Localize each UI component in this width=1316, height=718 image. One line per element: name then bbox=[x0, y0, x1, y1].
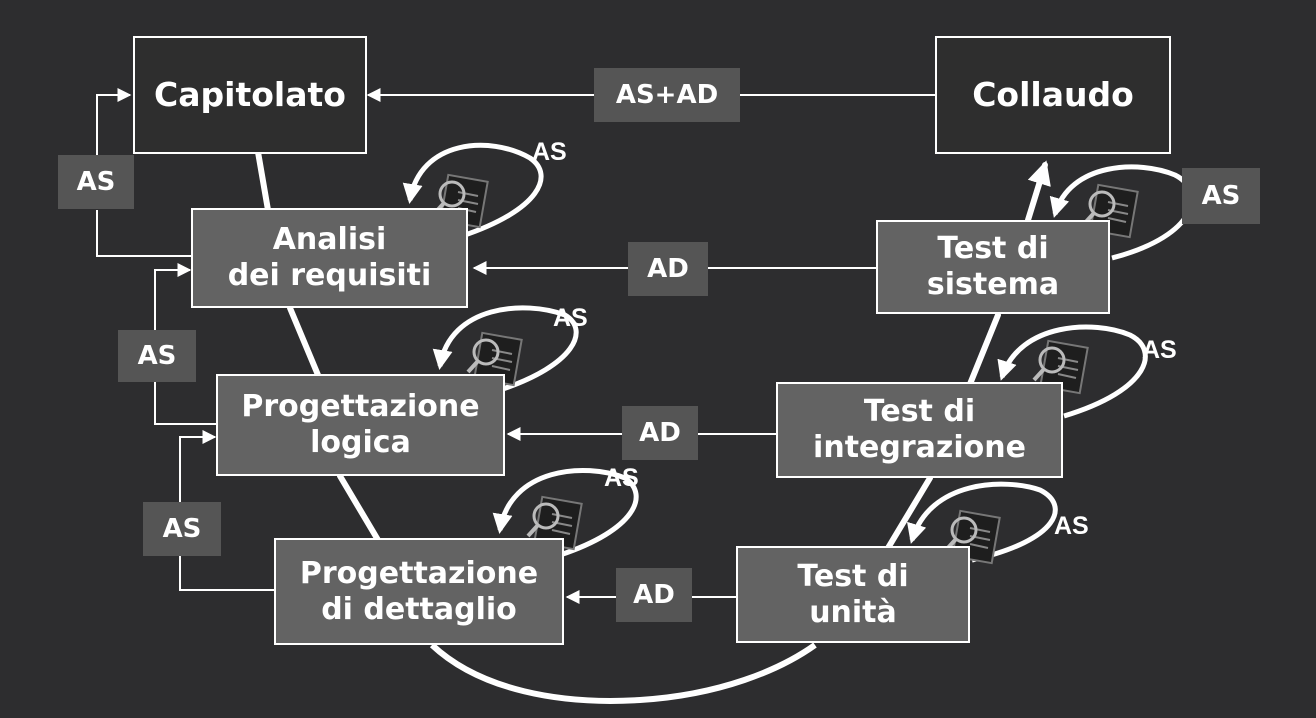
node-test-integrazione: Test di integrazione bbox=[776, 382, 1063, 478]
tag-ad-2: AD bbox=[622, 406, 698, 460]
node-progettazione-dettaglio: Progettazione di dettaglio bbox=[274, 538, 564, 645]
loop-label-test-integrazione: AS bbox=[1142, 336, 1177, 364]
loop-label-progettazione-dettaglio: AS bbox=[604, 464, 639, 492]
tag-as-ad: AS+AD bbox=[594, 68, 740, 122]
magnifier-document-icon bbox=[466, 331, 523, 387]
left-as-connectors bbox=[96, 88, 275, 591]
node-progettazione-logica: Progettazione logica bbox=[216, 374, 505, 476]
node-collaudo: Collaudo bbox=[935, 36, 1171, 154]
tag-ad-3: AD bbox=[616, 568, 692, 622]
node-test-sistema: Test di sistema bbox=[876, 220, 1110, 314]
node-analisi-requisiti: Analisi dei requisiti bbox=[191, 208, 468, 308]
loop-label-test-unita: AS bbox=[1054, 512, 1089, 540]
v-flow-right bbox=[885, 160, 1051, 551]
mid-ad-connectors bbox=[472, 261, 877, 604]
node-test-unita: Test di unità bbox=[736, 546, 970, 643]
node-capitolato: Capitolato bbox=[133, 36, 367, 154]
tag-as-test-sistema: AS bbox=[1182, 168, 1260, 224]
tag-ad-1: AD bbox=[628, 242, 708, 296]
tag-as-left-1: AS bbox=[58, 155, 134, 209]
self-loops bbox=[402, 142, 1195, 563]
loop-label-analisi: AS bbox=[532, 138, 567, 166]
loop-label-progettazione-logica: AS bbox=[553, 304, 588, 332]
v-flow-bottom bbox=[429, 642, 817, 704]
tag-as-left-2: AS bbox=[118, 330, 196, 382]
v-flow-left bbox=[255, 149, 381, 543]
tag-as-left-3: AS bbox=[143, 502, 221, 556]
